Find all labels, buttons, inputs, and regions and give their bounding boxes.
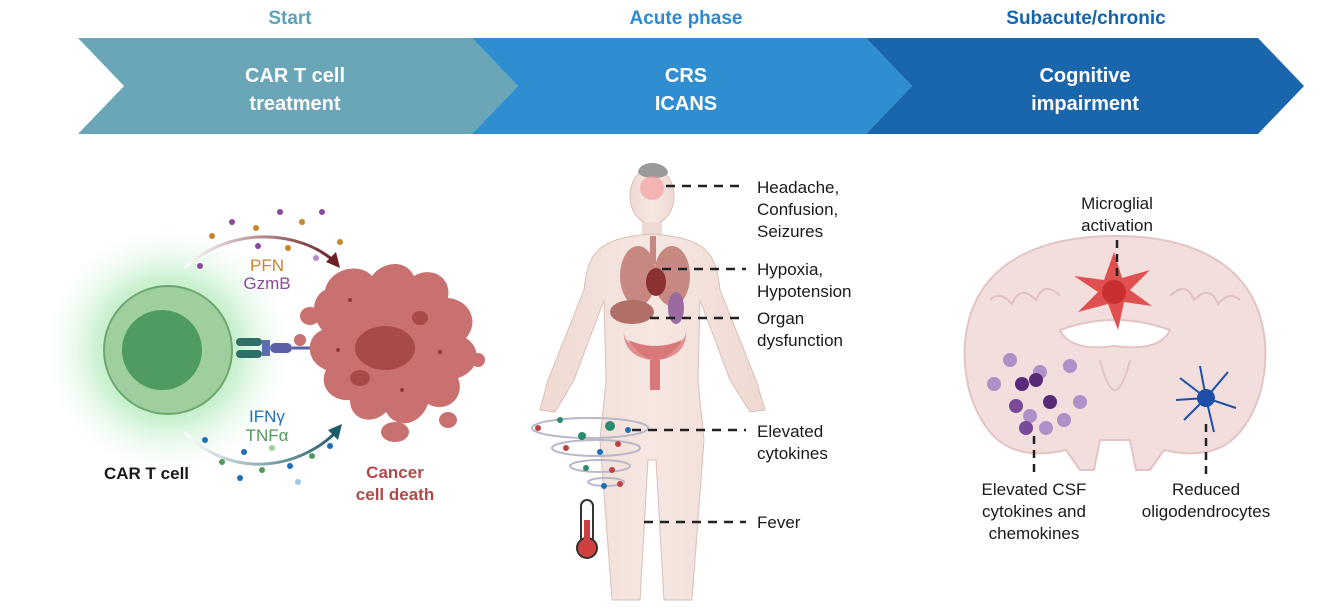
phase-label-acute: Acute phase [629,8,743,29]
pfn-label: PFN [250,256,284,275]
tnfa-label: TNFα [245,426,289,445]
secretion-arrow-top [183,235,337,270]
chevron-text-chronic: Cognitive impairment [1031,65,1139,115]
chevron-start [78,38,518,134]
car-t-cell-illustration [38,220,312,480]
chevron-text-acute: CRS ICANS [654,65,718,115]
annotation-fever: Fever [757,513,801,532]
human-body [539,163,766,601]
annotation-neuro: Headache, Confusion, Seizures [757,178,840,241]
cancer-cell-death-label: Cancer cell death [355,463,435,504]
brain-illustration [963,234,1267,471]
annotation-hypoxia: Hypoxia, Hypotension [757,260,852,301]
cytokine-dots [202,437,333,485]
right-leader-lines [1032,240,1208,474]
granule-dots [197,209,343,269]
cancer-cell [294,263,485,442]
thermometer-icon [576,499,598,559]
car-t-nucleus [122,310,202,390]
chevron-text-start: CAR T cell treatment [244,65,346,115]
microglial-activation-label: Microglial activation [1081,194,1153,235]
chevron-chronic [866,38,1304,134]
gzmb-label: GzmB [243,274,291,293]
secretion-arrow-bottom [183,428,340,466]
ifng-label: IFNγ [249,407,285,426]
phase-label-start: Start [268,8,312,29]
phase-label-chronic: Subacute/chronic [1006,8,1166,29]
elevated-csf-label: Elevated CSF cytokines and chemokines [981,480,1087,543]
annotation-organ: Organ dysfunction [757,309,843,350]
chevron-acute [472,38,912,134]
cytokine-storm [531,417,649,489]
annotation-cytokines: Elevated cytokines [757,422,828,463]
reduced-oligodendrocytes-label: Reduced oligodendrocytes [1141,480,1271,521]
middle-leader-lines [632,184,746,524]
car-t-cell-label: CAR T cell [104,464,190,483]
